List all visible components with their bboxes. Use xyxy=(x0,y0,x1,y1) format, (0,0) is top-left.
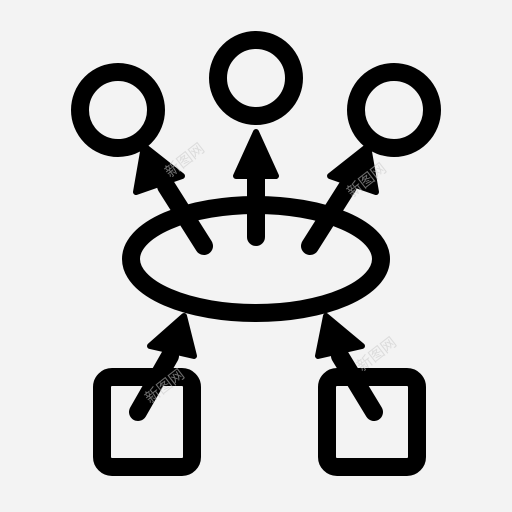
arrow-head-bottom-left xyxy=(147,313,197,359)
top-left-node xyxy=(71,63,165,157)
arrow-head-right xyxy=(327,143,379,195)
arrow-head-bottom-right xyxy=(315,313,365,359)
arrow-shaft-right xyxy=(301,177,357,255)
arrow-shaft-bottom-left xyxy=(129,347,179,421)
arrow-head-left xyxy=(133,143,185,195)
arrow-shaft-bottom-right xyxy=(331,347,383,421)
bottom-left-square xyxy=(93,368,201,476)
arrow-head-center xyxy=(233,129,279,179)
bottom-right-square xyxy=(318,368,426,476)
top-right-node xyxy=(347,63,441,157)
top-center-node xyxy=(209,31,303,125)
arrow-shaft-left xyxy=(157,177,213,255)
